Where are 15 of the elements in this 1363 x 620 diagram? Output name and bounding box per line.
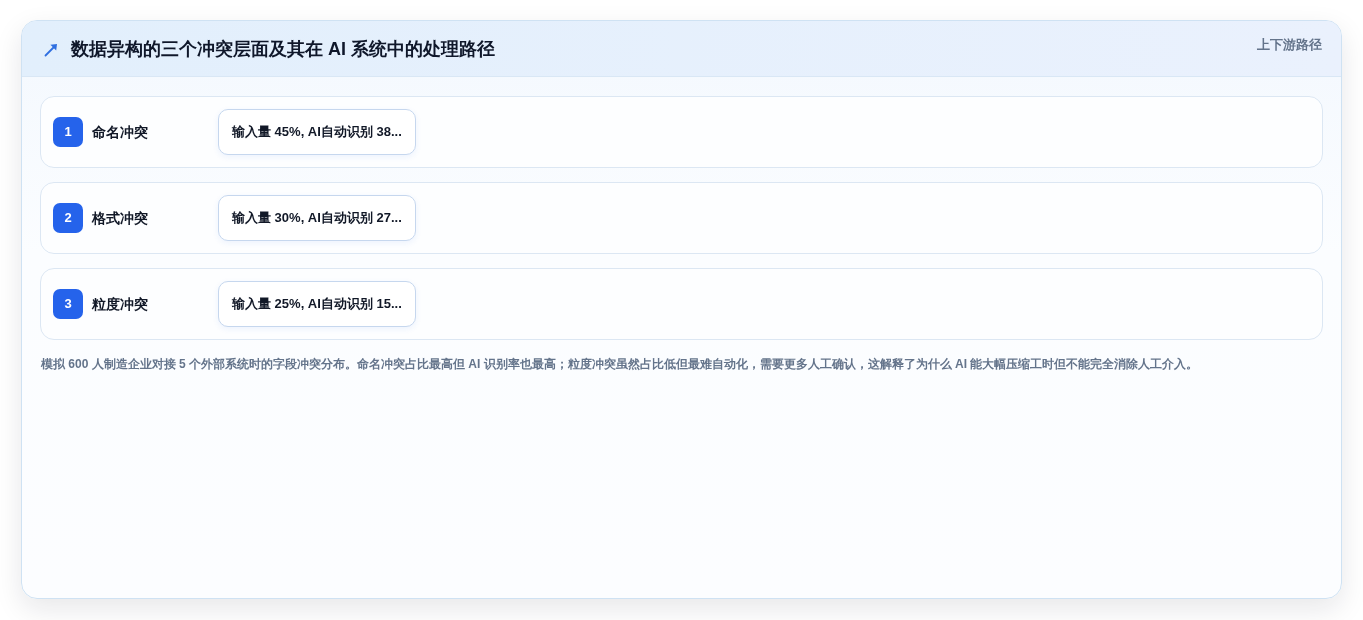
summary-chip: 输入量 30%, AI自动识别 27...	[218, 195, 416, 241]
number-badge: 2	[53, 203, 83, 233]
chart-title: 数据异构的三个冲突层面及其在 AI 系统中的处理路径	[71, 38, 495, 60]
conflict-row-panel	[40, 268, 1323, 340]
row-label: 粒度冲突	[92, 295, 148, 313]
row-label: 命名冲突	[92, 123, 148, 141]
number-badge: 3	[53, 289, 83, 319]
row-label: 格式冲突	[92, 209, 148, 227]
conflict-row-panel	[40, 182, 1323, 254]
summary-chip: 输入量 45%, AI自动识别 38...	[218, 109, 416, 155]
number-badge: 1	[53, 117, 83, 147]
summary-chip: 输入量 25%, AI自动识别 15...	[218, 281, 416, 327]
caption-text: 模拟 600 人制造企业对接 5 个外部系统时的字段冲突分布。命名冲突占比最高但 AI 识别率也最高；粒度冲突虽然占比低但最难自动化，需要更多人工确认，这解释了为什么 AI 能大幅压缩工时但不能完全消除人工介入。	[41, 356, 1199, 372]
conflict-row-panel	[40, 96, 1323, 168]
corner-label: 上下游路径	[1257, 36, 1322, 54]
